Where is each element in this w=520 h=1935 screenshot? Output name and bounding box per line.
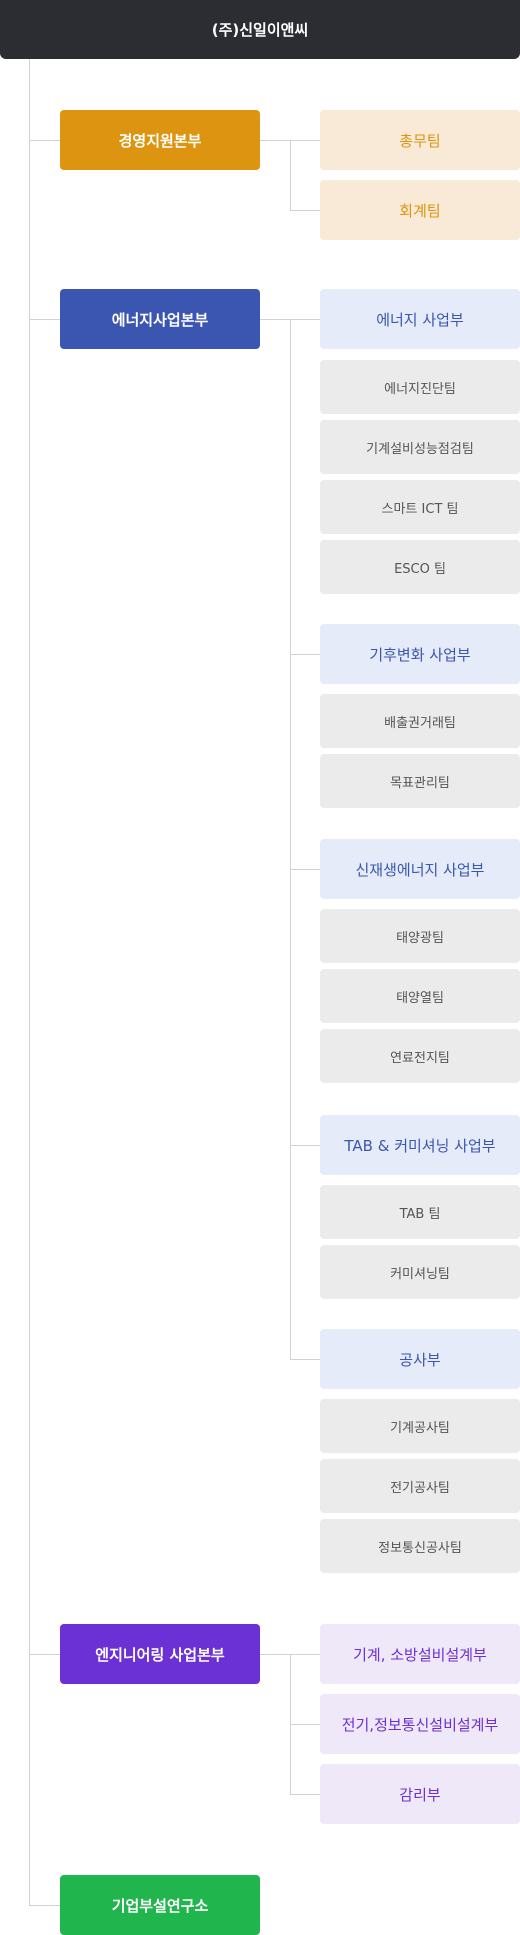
dept-electrical-ict-design-label: 전기,정보통신설비설계부: [341, 1715, 499, 1734]
team-mechanical-construction: 기계공사팀: [320, 1399, 520, 1453]
dept-accounting: 회계팀: [320, 180, 520, 240]
dept-renewable-energy: 신재생에너지 사업부: [320, 839, 520, 899]
branch-line-management: [29, 140, 60, 141]
management-connector-v: [290, 140, 291, 210]
branch-line-engineering: [29, 1654, 60, 1655]
team-mechanical-inspection: 기계설비성능점검팀: [320, 420, 520, 474]
energy-connector-h4: [290, 1145, 320, 1146]
team-label: 목표관리팀: [390, 775, 450, 791]
team-label: 에너지진단팀: [384, 381, 456, 397]
team-tab: TAB 팀: [320, 1185, 520, 1239]
engineering-connector-h2: [290, 1724, 320, 1725]
division-engineering-label: 엔지니어링 사업본부: [95, 1645, 225, 1664]
energy-connector-h5: [290, 1359, 320, 1360]
dept-general-affairs-label: 총무팀: [399, 131, 441, 150]
team-label: 전기공사팀: [390, 1480, 450, 1496]
division-engineering: 엔지니어링 사업본부: [60, 1624, 260, 1684]
energy-connector-h3: [290, 869, 320, 870]
team-solar-pv: 태양광팀: [320, 909, 520, 963]
dept-general-affairs: 총무팀: [320, 110, 520, 170]
engineering-connector-h3: [290, 1794, 320, 1795]
dept-supervision: 감리부: [320, 1764, 520, 1824]
branch-line-lab: [29, 1905, 60, 1906]
team-smart-ict: 스마트 ICT 팀: [320, 480, 520, 534]
energy-connector-v: [290, 319, 291, 1359]
dept-accounting-label: 회계팀: [399, 201, 441, 220]
division-energy-label: 에너지사업본부: [111, 310, 209, 329]
team-label: 기계공사팀: [390, 1420, 450, 1436]
team-esco: ESCO 팀: [320, 540, 520, 594]
division-management: 경영지원본부: [60, 110, 260, 170]
team-electrical-construction: 전기공사팀: [320, 1459, 520, 1513]
management-connector-h2: [290, 210, 320, 211]
team-label: 배출권거래팀: [384, 715, 456, 731]
team-label: 정보통신공사팀: [378, 1540, 462, 1556]
dept-mechanical-fire-design-label: 기계, 소방설비설계부: [353, 1645, 487, 1664]
team-label: TAB 팀: [399, 1206, 441, 1222]
dept-climate-change-label: 기후변화 사업부: [369, 645, 471, 664]
company-root-label: (주)신일이앤씨: [211, 21, 309, 39]
dept-tab-commissioning-label: TAB & 커미셔닝 사업부: [344, 1136, 496, 1155]
team-label: 연료전지팀: [390, 1050, 450, 1066]
division-energy: 에너지사업본부: [60, 289, 260, 349]
division-research-lab-label: 기업부설연구소: [111, 1896, 209, 1915]
main-trunk-line: [29, 59, 30, 1905]
team-fuel-cell: 연료전지팀: [320, 1029, 520, 1083]
team-label: 태양광팀: [396, 930, 444, 946]
dept-construction-label: 공사부: [399, 1350, 441, 1369]
dept-supervision-label: 감리부: [399, 1785, 441, 1804]
division-management-label: 경영지원본부: [118, 131, 202, 150]
team-label: 스마트 ICT 팀: [381, 501, 459, 517]
dept-electrical-ict-design: 전기,정보통신설비설계부: [320, 1694, 520, 1754]
dept-mechanical-fire-design: 기계, 소방설비설계부: [320, 1624, 520, 1684]
dept-construction: 공사부: [320, 1329, 520, 1389]
team-label: ESCO 팀: [394, 561, 446, 577]
team-solar-thermal: 태양열팀: [320, 969, 520, 1023]
team-target-management: 목표관리팀: [320, 754, 520, 808]
dept-energy-business-label: 에너지 사업부: [376, 310, 464, 329]
branch-line-energy: [29, 319, 60, 320]
team-label: 태양열팀: [396, 990, 444, 1006]
dept-energy-business: 에너지 사업부: [320, 289, 520, 349]
team-label: 커미셔닝팀: [390, 1266, 450, 1282]
dept-renewable-energy-label: 신재생에너지 사업부: [355, 860, 485, 879]
division-research-lab: 기업부설연구소: [60, 1875, 260, 1935]
team-label: 기계설비성능점검팀: [366, 441, 474, 457]
team-energy-diagnosis: 에너지진단팀: [320, 360, 520, 414]
team-ict-construction: 정보통신공사팀: [320, 1519, 520, 1573]
energy-connector-h2: [290, 654, 320, 655]
dept-climate-change: 기후변화 사업부: [320, 624, 520, 684]
team-commissioning: 커미셔닝팀: [320, 1245, 520, 1299]
team-emissions-trading: 배출권거래팀: [320, 694, 520, 748]
company-root-node: (주)신일이앤씨: [0, 0, 520, 59]
dept-tab-commissioning: TAB & 커미셔닝 사업부: [320, 1115, 520, 1175]
